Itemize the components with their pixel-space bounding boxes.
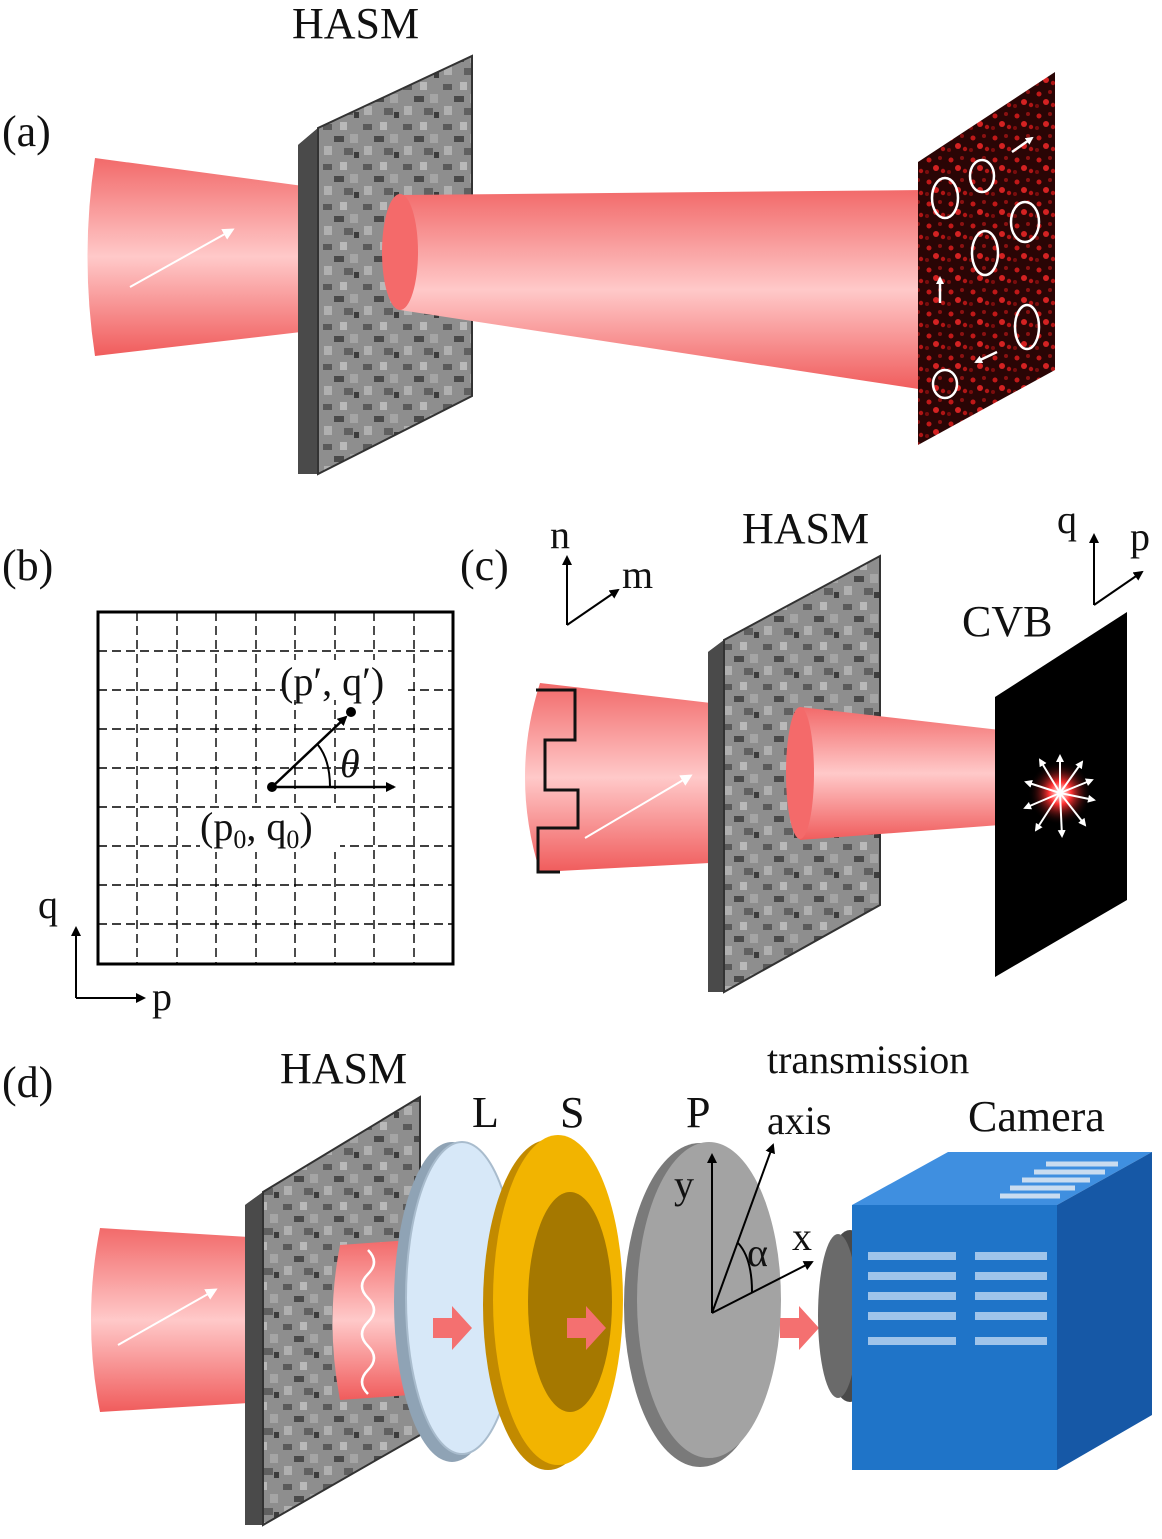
end-point xyxy=(346,707,356,717)
panel-a: (a) HASM xyxy=(2,0,1055,476)
polarizer xyxy=(637,1142,781,1458)
sample-label: S xyxy=(560,1088,584,1137)
panel-b: (b) (p′, q′) θ (p0, q0) q p xyxy=(2,541,455,1019)
ellipse-4 xyxy=(970,229,1000,277)
axis-p-label-b: p xyxy=(152,974,172,1019)
ellipse-1 xyxy=(930,176,960,220)
polarizer-label: P xyxy=(686,1088,710,1137)
start-point-label: (p0, q0) xyxy=(200,804,313,854)
panel-c-tag: (c) xyxy=(460,541,509,590)
beam-arrow-3 xyxy=(780,1306,819,1350)
panel-b-tag: (b) xyxy=(2,541,53,590)
hasm-plate-side-a xyxy=(298,128,318,474)
ellipse-5 xyxy=(1013,303,1041,351)
axis-q-label-c: q xyxy=(1057,497,1077,542)
alpha-arc xyxy=(737,1242,753,1293)
output-beam-a xyxy=(391,190,925,390)
camera-side xyxy=(1057,1152,1152,1470)
axis-q-label-b: q xyxy=(38,882,58,927)
panel-d-hasm-label: HASM xyxy=(280,1044,407,1093)
theta-arc xyxy=(317,744,331,788)
ellipse-2 xyxy=(968,158,996,194)
cvb-label: CVB xyxy=(962,597,1052,646)
linear-pol-1 xyxy=(1011,136,1034,154)
panel-c-hasm-label: HASM xyxy=(742,504,869,553)
axis-n-label: n xyxy=(550,512,570,557)
camera: Camera xyxy=(818,1092,1152,1470)
output-beam-face-c xyxy=(786,707,814,839)
polarization-arrow-c xyxy=(584,774,693,839)
beam-arrow-2 xyxy=(567,1306,606,1350)
grid-frame xyxy=(96,610,455,966)
vector-to-point xyxy=(271,715,348,788)
polarization-arrow-a xyxy=(129,228,235,288)
axis-y-label-d: y xyxy=(674,1162,694,1207)
random-wavefront xyxy=(360,1249,376,1395)
panel-d-tag: (d) xyxy=(2,1058,53,1107)
alpha-label: α xyxy=(747,1230,768,1275)
output-beam-face-a xyxy=(382,194,418,310)
panel-d: (d) HASM L S P y x α transmissio xyxy=(2,1037,1152,1527)
camera-label: Camera xyxy=(968,1092,1105,1141)
linear-pol-3 xyxy=(974,350,998,364)
input-beam-a xyxy=(87,158,318,356)
input-beam-d xyxy=(91,1228,265,1412)
label-bg-1 xyxy=(283,660,408,700)
hasm-plate-side-d xyxy=(245,1192,263,1525)
hasm-plate-side-c xyxy=(708,640,724,992)
camera-lens-front xyxy=(818,1234,858,1398)
label-bg-2 xyxy=(200,808,340,852)
output-beam-c xyxy=(790,707,1000,840)
camera-vents-front xyxy=(868,1252,1047,1345)
end-point-label: (p′, q′) xyxy=(280,659,384,704)
theta-label: θ xyxy=(340,741,360,786)
input-beam-c xyxy=(525,683,728,872)
panel-c: (c) n m HASM CVB xyxy=(460,497,1150,994)
start-point xyxy=(267,782,277,792)
radial-polarization-arrows xyxy=(1023,754,1096,838)
axis-p-label-c: p xyxy=(1130,514,1150,559)
axis-p-arrow-c xyxy=(1093,570,1144,606)
axis-x-label-d: x xyxy=(792,1214,812,1259)
transmission-axis-label-1: transmission xyxy=(767,1037,969,1082)
polarization-ellipses xyxy=(930,136,1041,400)
panel-a-hasm-label: HASM xyxy=(292,0,419,48)
axis-m-arrow xyxy=(566,588,620,626)
axis-x-arrow-d xyxy=(711,1261,814,1314)
beam-arrow-1 xyxy=(433,1306,472,1350)
sample-aperture xyxy=(528,1192,612,1412)
polarization-arrow-d xyxy=(117,1288,218,1346)
square-wave-profile xyxy=(536,688,580,874)
transmission-axis-label-2: axis xyxy=(767,1098,831,1143)
transmission-axis-arrow xyxy=(711,1143,775,1314)
ellipse-6 xyxy=(931,368,959,400)
camera-vents-top xyxy=(1000,1161,1118,1199)
axis-m-label: m xyxy=(622,552,653,597)
panel-a-tag: (a) xyxy=(2,107,51,156)
lens-label: L xyxy=(472,1088,499,1137)
ellipse-3 xyxy=(1009,200,1041,244)
speckle-screen xyxy=(918,72,1055,445)
